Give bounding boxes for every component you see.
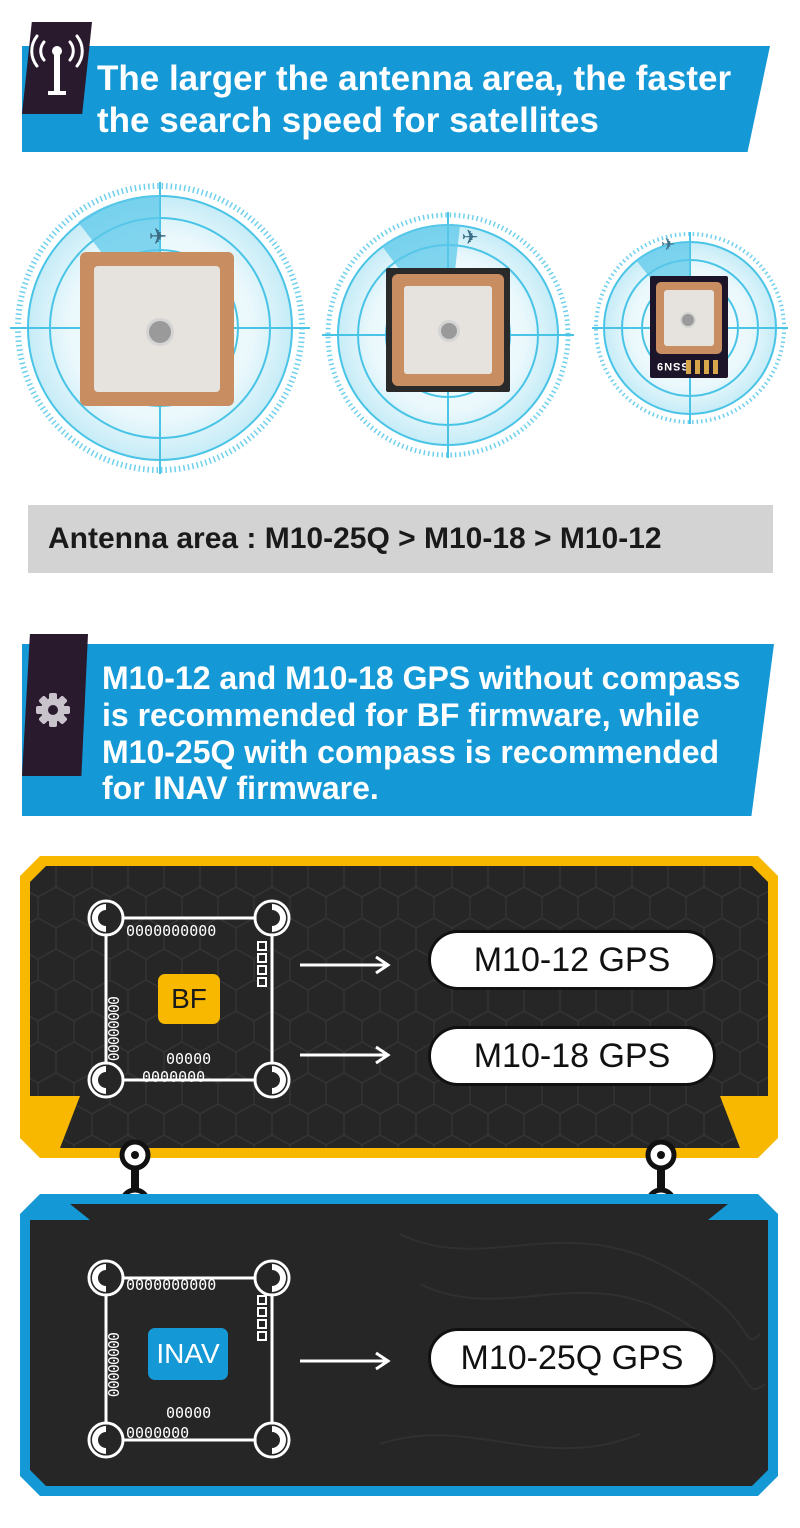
svg-text:00000000: 00000000 [104, 996, 122, 1061]
recommendation-text: M10-12 and M10-18 GPS without compass is… [102, 660, 741, 807]
bf-badge: BF [158, 974, 220, 1024]
antenna-patch-m10-12: SSN9 [650, 276, 728, 378]
svg-text:0000000: 0000000 [126, 1424, 189, 1442]
recommendation-icon-tab [22, 634, 88, 776]
svg-text:0000000: 0000000 [142, 1068, 205, 1086]
chip-label: SSN9 [656, 360, 689, 372]
svg-text:00000000: 00000000 [104, 1332, 122, 1397]
inav-target-m10-25q: M10-25Q GPS [428, 1328, 716, 1388]
inav-flight-controller-icon: 0000000000 00000000 00000 0000000 [87, 1259, 291, 1459]
svg-text:✈: ✈ [462, 227, 479, 249]
bf-flight-controller-icon: 0000000000 00000000 00000 0000000 [87, 899, 291, 1099]
arrow-right-icon [300, 955, 391, 975]
antenna-patch-m10-25q [80, 252, 234, 406]
antenna-patch-m10-18 [386, 268, 510, 392]
antenna-signal-icon [30, 34, 84, 95]
inav-panel [20, 1194, 778, 1496]
comparison-text: Antenna area : M10-25Q > M10-18 > M10-12 [48, 522, 662, 555]
header-title: The larger the antenna area, the faster … [97, 59, 732, 140]
svg-text:0000000000: 0000000000 [126, 1276, 216, 1294]
header-banner [22, 46, 770, 152]
svg-text:00000: 00000 [166, 1404, 211, 1422]
svg-text:00000: 00000 [166, 1050, 211, 1068]
inav-badge: INAV [148, 1328, 228, 1380]
svg-text:0000000000: 0000000000 [126, 922, 216, 940]
bf-target-m10-18: M10-18 GPS [428, 1026, 716, 1086]
svg-text:✈: ✈ [661, 235, 675, 254]
gear-icon [36, 693, 70, 727]
arrow-right-icon [300, 1045, 391, 1065]
svg-text:✈: ✈ [149, 224, 167, 249]
header-icon-tab [22, 22, 92, 114]
recommendation-banner [22, 644, 774, 816]
arrow-right-icon [300, 1351, 391, 1371]
bf-target-m10-12: M10-12 GPS [428, 930, 716, 990]
comparison-bar [28, 505, 773, 573]
